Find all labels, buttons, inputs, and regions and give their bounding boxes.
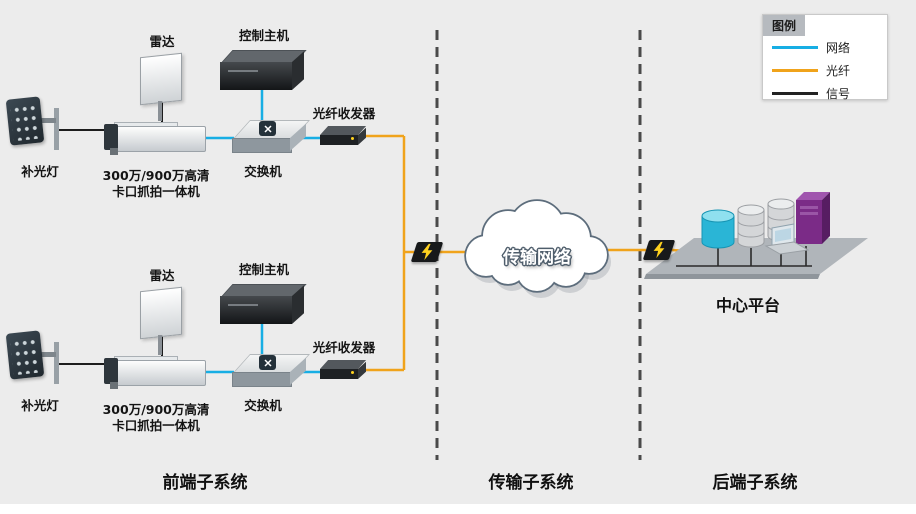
switch-device [232, 120, 311, 160]
center-platform-label: 中心平台 [715, 296, 780, 315]
camera-lens [104, 124, 118, 150]
front-end-group-1: 补光灯 雷达 300万/900万高清 卡口抓拍一体机 控制主机 [0, 28, 420, 238]
light-arm [40, 352, 56, 357]
center-platform-graphic [644, 192, 868, 279]
fiber-transceiver-label: 光纤收发器 [312, 340, 376, 355]
radar-label: 雷达 [149, 268, 175, 283]
database-stack-1 [737, 204, 765, 248]
led-indicator [351, 137, 354, 140]
camera-label-line2: 卡口抓拍一体机 [112, 183, 200, 199]
fill-light-panel [5, 96, 45, 146]
server-tower [796, 192, 830, 244]
camera-mount [110, 382, 118, 389]
camera-label-line1: 300万/900万高清 [102, 168, 210, 183]
light-arm [40, 118, 56, 123]
led-indicator [351, 371, 354, 374]
legend: 图例 网络 光纤 信号 [762, 14, 888, 101]
fill-light-label: 补光灯 [21, 164, 59, 179]
box-front-face [232, 372, 292, 387]
camera-label: 300万/900万高清 卡口抓拍一体机 [88, 402, 224, 433]
fiber-transceiver-device [320, 126, 374, 152]
radar-panel [140, 286, 182, 340]
radar-pole [158, 335, 162, 355]
control-host-device [220, 284, 307, 328]
legend-row-network: 网络 [763, 36, 887, 59]
lightning-icon [421, 243, 433, 261]
radar-device [138, 286, 194, 357]
legend-label-signal: 信号 [826, 87, 851, 101]
light-pole [54, 342, 59, 384]
host-vent-slot [228, 70, 258, 72]
platform-surface [646, 238, 868, 274]
fill-light-label: 补光灯 [21, 398, 59, 413]
control-host-device [220, 50, 307, 94]
box-front-face [220, 62, 292, 90]
box-front-face [220, 296, 292, 324]
transmission-cloud [464, 199, 611, 298]
switch-arrows-icon [259, 121, 276, 136]
legend-row-signal: 信号 [763, 82, 887, 105]
host-vent-slot [228, 304, 258, 306]
box-front-face [320, 369, 358, 379]
radar-panel [140, 52, 182, 106]
fiber-transceiver-device [320, 360, 374, 386]
database-cylinder-cyan [701, 209, 735, 249]
camera-device [104, 120, 206, 156]
radar-label: 雷达 [149, 34, 175, 49]
fiber-converter-icon-right [642, 240, 676, 260]
camera-lens [104, 358, 118, 384]
transmission-network-label: 传输网络 [503, 248, 571, 268]
camera-label-line1: 300万/900万高清 [102, 402, 210, 417]
fill-light-device [5, 330, 72, 394]
fill-light-panel [5, 330, 45, 380]
section-label-front-end: 前端子系统 [162, 473, 248, 493]
platform-edge [644, 274, 820, 279]
legend-title: 图例 [763, 15, 806, 36]
legend-label-fiber: 光纤 [826, 64, 851, 78]
switch-device [232, 354, 311, 394]
front-end-group-2: 补光灯 雷达 300万/900万高清 卡口抓拍一体机 控制主机 [0, 262, 420, 472]
lightning-icon [653, 241, 665, 259]
box-front-face [320, 135, 358, 145]
led-grid [10, 334, 40, 376]
fiber-transceiver-label: 光纤收发器 [312, 106, 376, 121]
cloud-fill [466, 201, 607, 291]
switch-label: 交换机 [244, 164, 282, 179]
network-line-swatch [772, 46, 818, 49]
radar-pole [158, 101, 162, 121]
fill-light-device [5, 96, 72, 160]
crossing-arrows-icon [263, 124, 272, 133]
radar-device [138, 52, 194, 123]
camera-device [104, 354, 206, 390]
page-margin [0, 504, 916, 514]
switch-arrows-icon [259, 355, 276, 370]
signal-line-swatch [772, 92, 818, 95]
section-label-transmission: 传输子系统 [488, 473, 574, 493]
legend-label-network: 网络 [826, 41, 851, 55]
fiber-converter-icon-left [410, 242, 444, 262]
camera-mount [110, 148, 118, 155]
camera-body [116, 360, 206, 386]
switch-label: 交换机 [244, 398, 282, 413]
fiber-line-swatch [772, 69, 818, 72]
section-label-backend: 后端子系统 [712, 473, 798, 493]
laptop [764, 223, 810, 255]
camera-label-line2: 卡口抓拍一体机 [112, 417, 200, 433]
light-pole [54, 108, 59, 150]
legend-row-fiber: 光纤 [763, 59, 887, 82]
led-grid [10, 100, 40, 142]
control-host-label: 控制主机 [238, 28, 289, 43]
box-front-face [232, 138, 292, 153]
crossing-arrows-icon [263, 358, 272, 367]
control-host-label: 控制主机 [238, 262, 289, 277]
camera-body [116, 126, 206, 152]
camera-label: 300万/900万高清 卡口抓拍一体机 [88, 168, 224, 199]
